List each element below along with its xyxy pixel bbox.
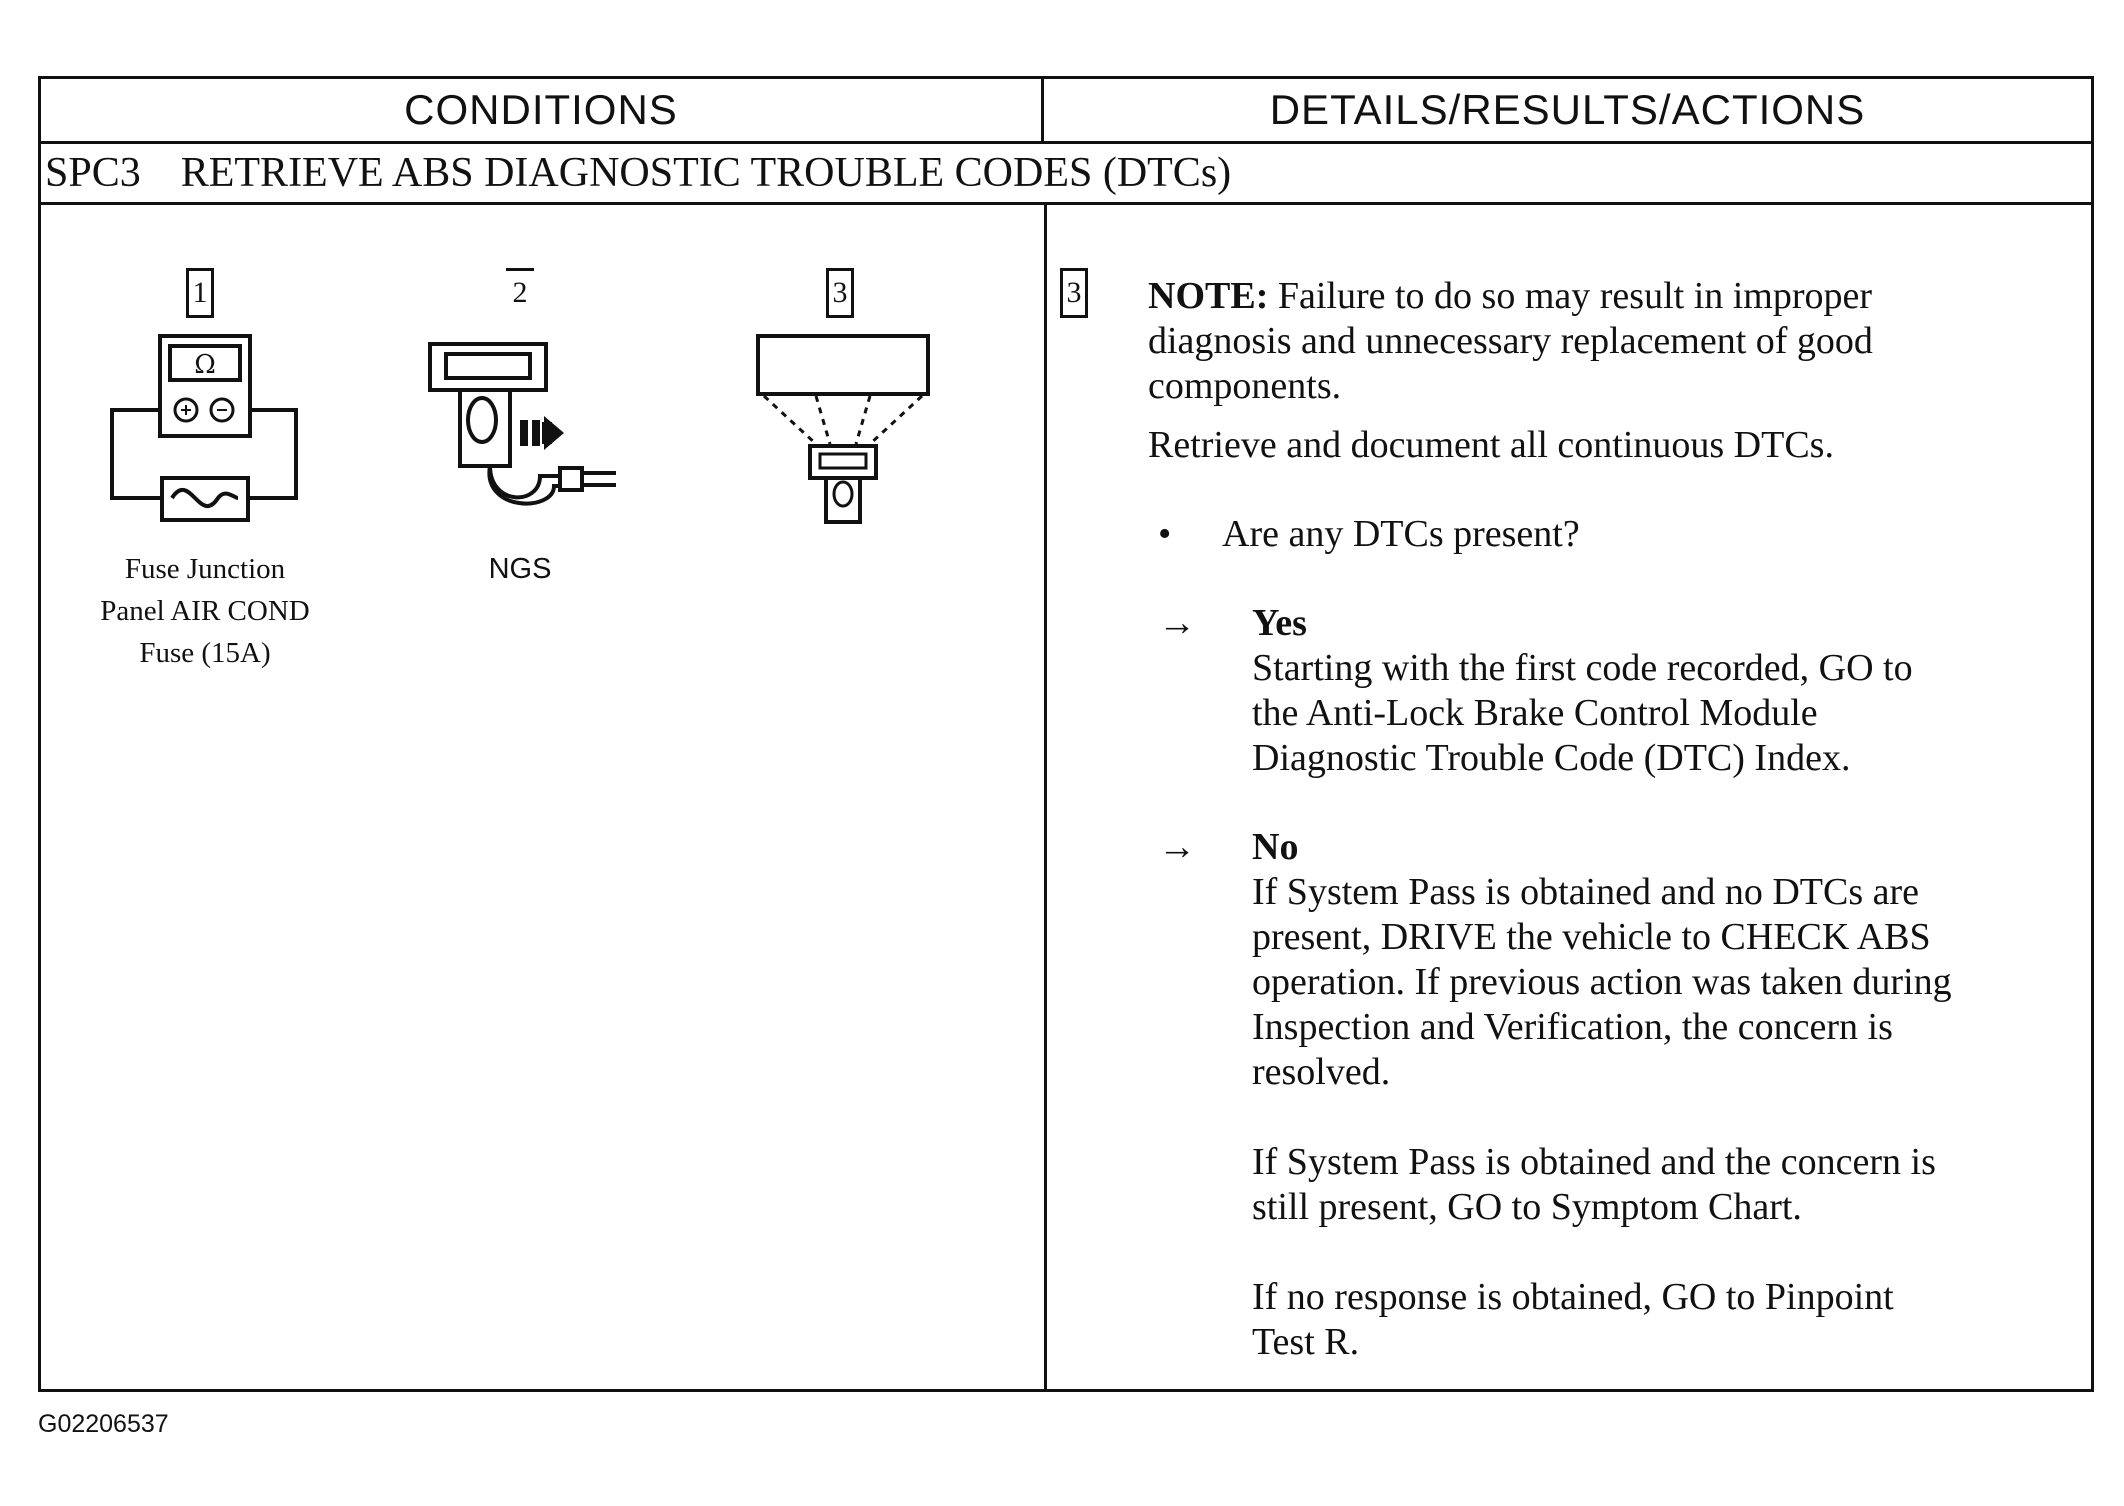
multimeter-fuse-icon: Ω [110, 334, 298, 522]
header-rule [41, 141, 2091, 144]
no-text-concern-present: If System Pass is obtained and the conce… [1252, 1141, 1936, 1228]
question-text: Are any DTCs present? [1222, 513, 1580, 555]
step-title-row: SPC3 RETRIEVE ABS DIAGNOSTIC TROUBLE CODE… [45, 144, 1231, 202]
instruction-text: Retrieve and document all continuous DTC… [1148, 424, 1834, 466]
details-step-number: 3 [1060, 268, 1088, 318]
yes-text: Starting with the first code recorded, G… [1252, 647, 1913, 779]
figure-1-caption: Fuse Junction Panel AIR COND Fuse (15A) [100, 553, 310, 669]
figure-2-caption: NGS [488, 553, 552, 585]
no-label: No [1252, 826, 1299, 868]
details-header: DETAILS/RESULTS/ACTIONS [1269, 86, 1866, 133]
figure-1-number: 1 [186, 268, 214, 318]
column-divider [1044, 205, 1047, 1389]
note-text: Failure to do so may result in improper … [1148, 275, 1873, 407]
yes-arrow: → [1158, 602, 1196, 644]
note-paragraph: NOTE: Failure to do so may result in imp… [1148, 274, 2088, 409]
no-branch: → No If System Pass is obtained and no D… [1148, 825, 2088, 1365]
header-divider [1041, 79, 1044, 141]
details-content: NOTE: Failure to do so may result in imp… [1148, 274, 2088, 1365]
step-code: SPC3 [45, 150, 141, 196]
no-text-no-response: If no response is obtained, GO to Pinpoi… [1252, 1276, 1894, 1363]
figure-id: G02206537 [38, 1410, 169, 1438]
scan-tool-display-icon [756, 334, 930, 524]
no-arrow: → [1158, 826, 1196, 868]
ngs-tester-icon [428, 342, 616, 506]
no-text-system-pass: If System Pass is obtained and no DTCs a… [1252, 871, 1952, 1093]
step-title: RETRIEVE ABS DIAGNOSTIC TROUBLE CODES (D… [180, 150, 1232, 196]
question-row: • Are any DTCs present? [1148, 512, 2088, 557]
title-rule [41, 202, 2091, 205]
figure-3-number: 3 [826, 268, 854, 318]
yes-branch: → Yes Starting with the first code recor… [1148, 601, 2088, 781]
yes-label: Yes [1252, 602, 1307, 644]
figure-2-number: 2 [506, 268, 534, 318]
svg-text:Ω: Ω [194, 350, 216, 380]
conditions-header: CONDITIONS [404, 86, 678, 133]
note-label: NOTE: [1148, 275, 1269, 317]
question-bullet: • [1158, 513, 1172, 555]
